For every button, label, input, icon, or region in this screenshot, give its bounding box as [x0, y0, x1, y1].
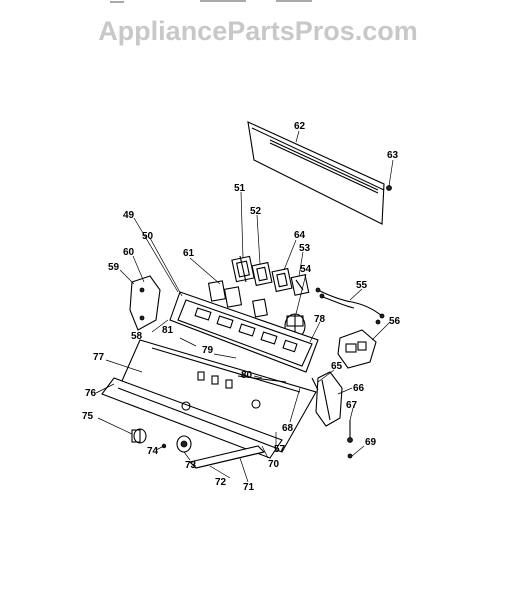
callout-65: 65: [331, 361, 343, 372]
part-51-switch: [231, 255, 255, 283]
callout-68: 68: [282, 423, 294, 434]
callout-71: 71: [243, 482, 255, 493]
part-64-switch: [271, 267, 293, 293]
part-77-front-panel: [117, 339, 317, 453]
part-59-end-bracket: [129, 275, 161, 331]
part-72-bottom-rail: [188, 445, 266, 469]
callout-49: 49: [123, 210, 135, 221]
callout-62: 62: [294, 121, 306, 132]
scan-edge-marks: [110, 0, 312, 3]
callout-66: 66: [353, 383, 365, 394]
callout-70: 70: [268, 459, 280, 470]
callout-79: 79: [202, 345, 214, 356]
callout-67: 67: [346, 400, 358, 411]
callout-54: 54: [300, 264, 312, 275]
callout-52: 52: [250, 206, 262, 217]
callout-61: 61: [183, 248, 195, 259]
part-67-spring: [347, 420, 353, 443]
callout-50: 50: [142, 231, 154, 242]
callout-77: 77: [93, 352, 105, 363]
callout-78: 78: [314, 314, 326, 325]
callout-74: 74: [147, 446, 159, 457]
callout-73: 73: [185, 460, 197, 471]
part-56-clock-timer: [337, 329, 377, 369]
part-62-backguard: [247, 121, 385, 225]
part-61-switches: [207, 280, 268, 318]
callout-76: 76: [85, 388, 97, 399]
callout-57: 57: [274, 444, 286, 455]
watermark-text: AppliancePartsPros.com: [98, 16, 418, 46]
part-76-lower-trim: [101, 377, 283, 459]
part-50-control-panel-plate: [169, 291, 319, 373]
part-80-rod: [237, 375, 287, 383]
leader-lines: [95, 130, 394, 483]
callout-58: 58: [131, 331, 143, 342]
callout-75: 75: [82, 411, 94, 422]
callout-81: 81: [162, 325, 174, 336]
part-55-wire-harness: [315, 287, 385, 325]
part-63-screw: [386, 185, 392, 191]
callout-63: 63: [387, 150, 399, 161]
part-69-screw: [347, 453, 353, 459]
callout-55: 55: [356, 280, 368, 291]
callout-60: 60: [123, 247, 135, 258]
callout-80: 80: [241, 370, 253, 381]
callout-labels: 62 63 51 52 49 50 64 53 60 61 59 54 55 7…: [82, 121, 401, 493]
callout-72: 72: [215, 477, 227, 488]
callout-56: 56: [389, 316, 401, 327]
part-73-knob: [176, 435, 192, 453]
part-75-knob: [131, 428, 147, 444]
callout-64: 64: [294, 230, 306, 241]
callout-53: 53: [299, 243, 311, 254]
part-65-clip: [311, 377, 319, 391]
part-53-switch: [290, 274, 310, 296]
callout-69: 69: [365, 437, 377, 448]
callout-59: 59: [108, 262, 120, 273]
callout-51: 51: [234, 183, 246, 194]
part-52-switch: [251, 261, 273, 287]
part-66-end-bracket: [315, 371, 343, 427]
